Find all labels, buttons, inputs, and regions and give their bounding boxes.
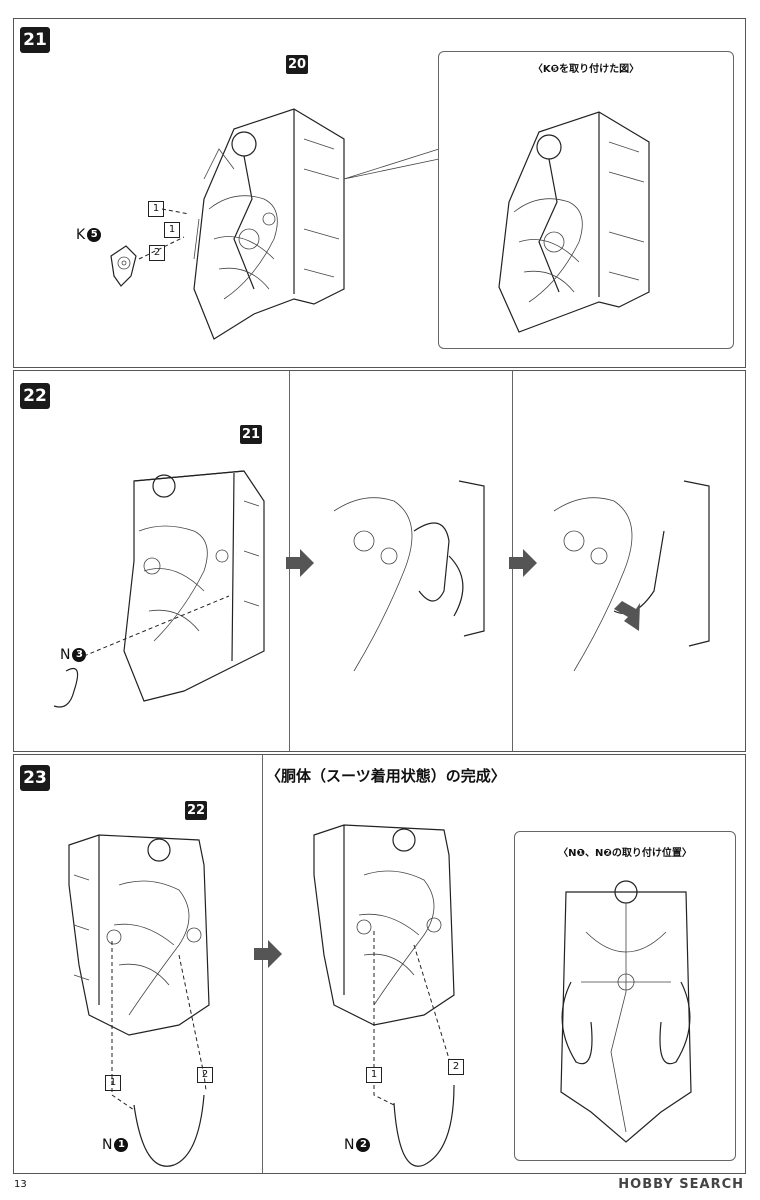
part-label-n2: N 2 — [344, 1137, 371, 1153]
step-number: 21 — [20, 27, 50, 53]
order-label: 2 — [197, 1067, 213, 1083]
part-label-k5: K 5 — [76, 227, 102, 243]
backpack-illustration — [193, 108, 345, 340]
detail-view-2 — [553, 480, 710, 672]
order-label: 1 — [366, 1067, 382, 1083]
part-letter: K — [76, 227, 86, 243]
part-number-circle: 5 — [87, 228, 102, 242]
detail-view-1 — [333, 480, 485, 672]
step-arrow — [509, 549, 537, 577]
step-number: 22 — [20, 383, 50, 409]
reference-step-badge: 22 — [185, 801, 207, 820]
part-k5-illustration — [110, 245, 137, 287]
step-number: 23 — [20, 765, 50, 791]
step-title: 〈胴体（スーツ着用状態）の完成〉 — [266, 767, 506, 785]
order-label: 1 — [164, 222, 180, 238]
inset-k5-attached: 〈K❺を取り付けた図〉 — [438, 51, 734, 349]
backpack-illustration — [68, 834, 210, 1036]
part-label-n3: N 3 — [60, 647, 87, 663]
step-arrow — [254, 940, 282, 968]
backpack-illustration-2 — [313, 824, 455, 1026]
part-number-circle: 2 — [356, 1138, 371, 1152]
inset-caption: 〈N❶、N❷の取り付け位置〉 — [558, 848, 692, 859]
reference-step-badge: 21 — [240, 425, 262, 444]
inset-backpack-illustration — [498, 111, 650, 333]
inset-caption: 〈K❺を取り付けた図〉 — [532, 64, 640, 75]
order-label: 2 — [149, 245, 165, 261]
part-letter: N — [344, 1137, 355, 1153]
inset-n1-n2-position: 〈N❶、N❷の取り付け位置〉 — [514, 831, 736, 1161]
order-label: 2 — [448, 1059, 464, 1075]
part-number-circle: 1 — [114, 1138, 129, 1152]
watermark-logo: HOBBY SEARCH — [618, 1177, 744, 1192]
reference-step-badge: 20 — [286, 55, 308, 74]
step-23-panel: 23 〈胴体（スーツ着用状態）の完成〉 22 1 2 N 1 1 2 — [13, 754, 746, 1174]
part-number-circle: 3 — [72, 648, 87, 662]
part-letter: N — [60, 647, 71, 663]
assembly-guide-lines — [111, 931, 455, 1167]
inset-backpack-back-illustration — [560, 880, 692, 1143]
part-letter: N — [102, 1137, 113, 1153]
step-arrow — [286, 549, 314, 577]
backpack-illustration — [123, 470, 265, 702]
step-22-panel: 22 21 N 3 — [13, 370, 746, 752]
part-label-n1: N 1 — [102, 1137, 129, 1153]
order-label: 1 — [105, 1075, 121, 1091]
assembly-guide-lines — [138, 148, 440, 260]
page-number: 13 — [14, 1179, 27, 1190]
step-21-panel: 21 20 K 5 1 1 2 〈K❺を取り付けた図〉 — [13, 18, 746, 368]
assembly-guide-lines — [53, 595, 230, 708]
sub-panel-divider — [262, 755, 263, 1173]
